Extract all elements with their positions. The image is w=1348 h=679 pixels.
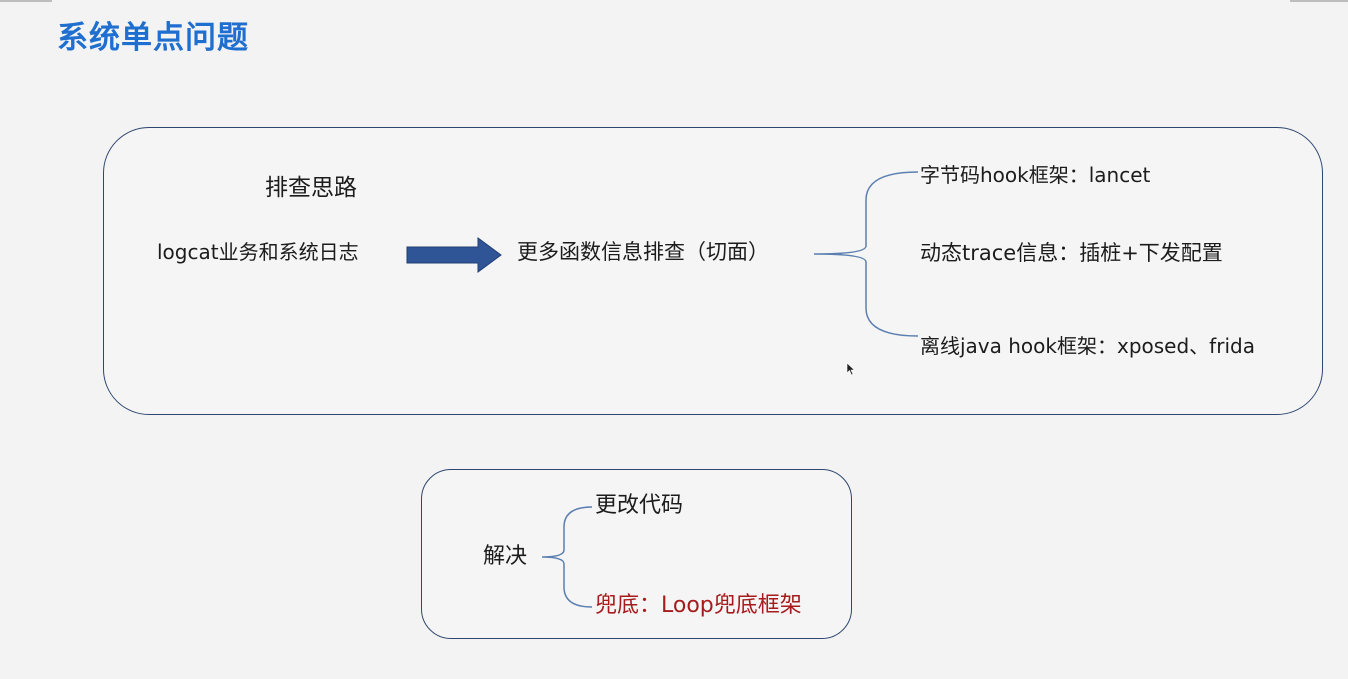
slide-title: 系统单点问题 <box>57 20 249 56</box>
aspect-investigation-label: 更多函数信息排查（切面） <box>517 240 769 264</box>
branch-offline-java-hook: 离线java hook框架：xposed、frida <box>920 334 1255 358</box>
investigation-box <box>103 127 1323 415</box>
top-edge-mark-left <box>0 0 52 2</box>
solution-box <box>421 469 852 639</box>
branch-dynamic-trace: 动态trace信息：插桩+下发配置 <box>920 241 1223 265</box>
solution-change-code: 更改代码 <box>595 493 684 518</box>
branch-bytecode-hook: 字节码hook框架：lancet <box>920 163 1151 187</box>
branch-brace <box>813 171 919 337</box>
logcat-source-label: logcat业务和系统日志 <box>157 240 359 264</box>
mouse-cursor-icon <box>846 362 856 376</box>
top-edge-mark-right <box>1290 0 1348 2</box>
solution-heading: 解决 <box>483 544 528 569</box>
solution-fallback-loop: 兜底：Loop兜底框架 <box>595 593 802 618</box>
right-arrow-icon <box>406 237 502 273</box>
investigation-heading: 排查思路 <box>265 175 357 201</box>
solution-brace <box>541 506 593 608</box>
